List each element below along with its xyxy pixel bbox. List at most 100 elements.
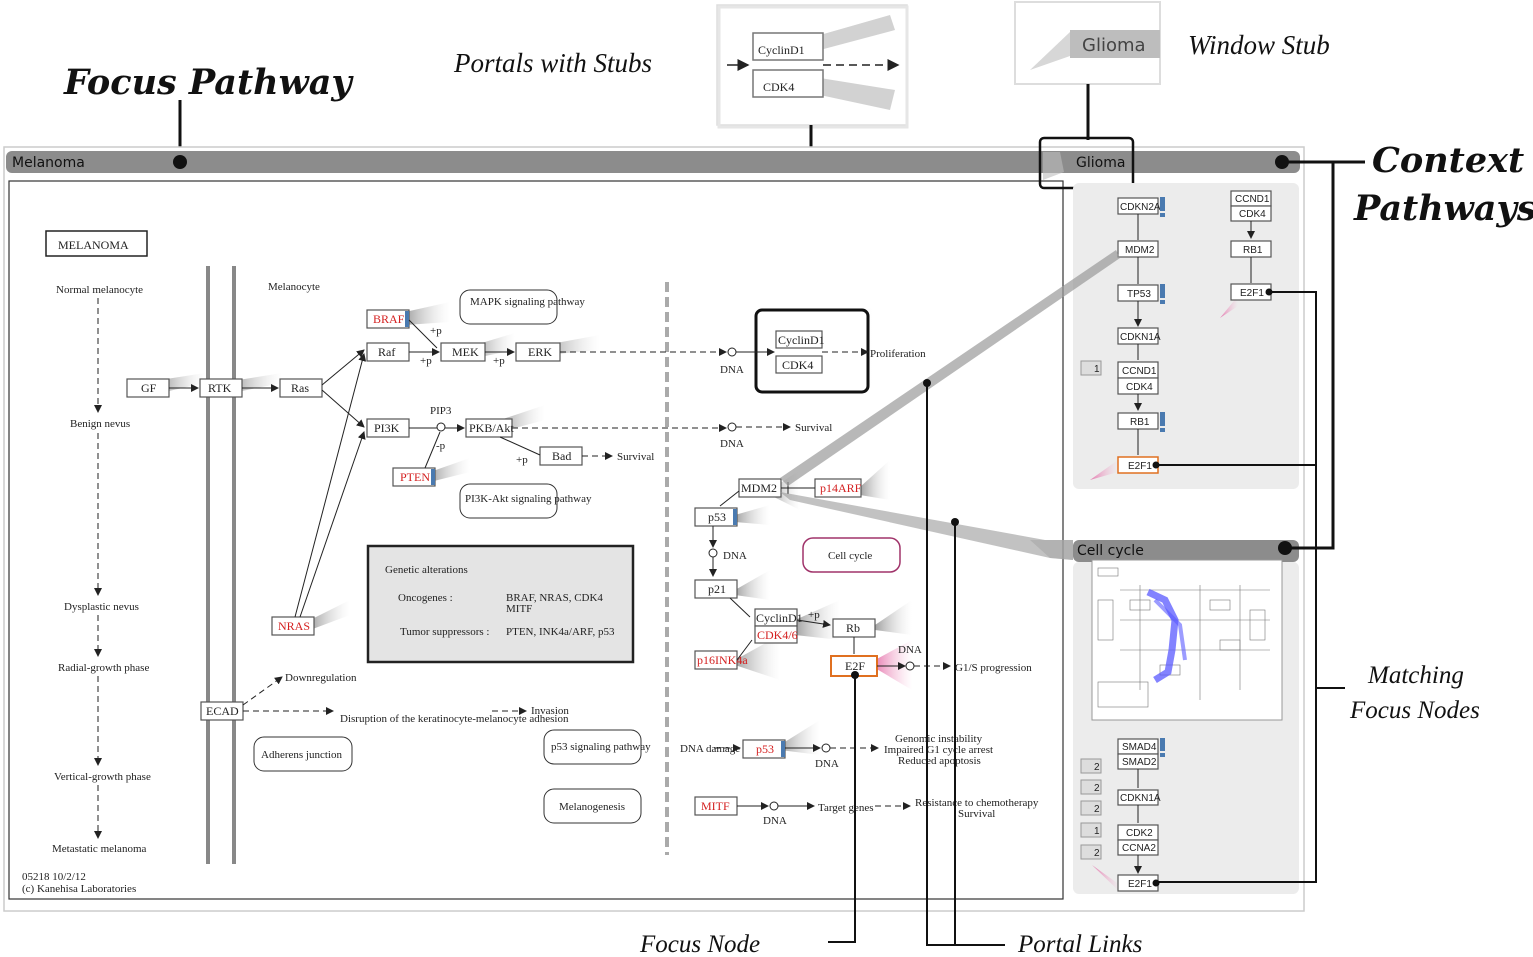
node-rtk[interactable]: RTK [208, 381, 232, 395]
resistance-label: Resistance to chemotherapy [915, 797, 1039, 809]
node-gf[interactable]: GF [141, 381, 157, 395]
cc-badge-1[interactable]: 2 [1094, 762, 1100, 773]
node-rb[interactable]: Rb [846, 621, 860, 635]
callout-lines [828, 291, 1345, 946]
cc-badge-4[interactable]: 1 [1094, 826, 1100, 837]
node-mek[interactable]: MEK [452, 345, 479, 359]
node-p14arf[interactable]: p14ARF [820, 481, 862, 495]
plus-p-5: +p [808, 609, 820, 621]
dna-label-5: DNA [815, 758, 839, 770]
node-bad[interactable]: Bad [552, 449, 571, 463]
node-cdk46[interactable]: CDK4/6 [757, 628, 798, 642]
oncogenes-value-1: BRAF, NRAS, CDK4 [506, 592, 603, 604]
node-p53[interactable]: p53 [708, 510, 726, 524]
glioma-cdkn1a[interactable]: CDKN1A [1120, 332, 1161, 343]
node-p21[interactable]: p21 [708, 582, 726, 596]
node-cyclind1[interactable]: CyclinD1 [778, 333, 825, 347]
node-ras[interactable]: Ras [291, 381, 309, 395]
p53-bubble[interactable]: p53 signaling pathway [551, 741, 651, 753]
window-stub-label: Glioma [1082, 35, 1146, 56]
node-p53b[interactable]: p53 [756, 742, 774, 756]
node-pten[interactable]: PTEN [400, 470, 430, 484]
node-pi3k[interactable]: PI3K [374, 421, 400, 435]
melanoma-title-box: MELANOMA [58, 238, 129, 252]
glioma-mdm2[interactable]: MDM2 [1125, 245, 1155, 256]
focus-pathway-annotation: Focus Pathway [63, 62, 354, 103]
matching-annotation-line1: Matching [1367, 662, 1464, 689]
cc-ccna2[interactable]: CCNA2 [1122, 843, 1156, 854]
portal-links-annotation: Portal Links [1017, 931, 1142, 957]
glioma-rb1-b[interactable]: RB1 [1243, 245, 1263, 256]
cc-cdk2[interactable]: CDK2 [1126, 828, 1153, 839]
node-nras[interactable]: NRAS [278, 619, 310, 633]
proliferation-label: Proliferation [870, 348, 926, 360]
cc-badge-2[interactable]: 2 [1094, 783, 1100, 794]
node-erk[interactable]: ERK [528, 345, 552, 359]
footer-copyright: (c) Kanehisa Laboratories [22, 883, 136, 895]
melanogenesis-bubble[interactable]: Melanogenesis [559, 801, 625, 813]
window-stub-inset: Glioma [1014, 1, 1161, 85]
cc-cdkn1a[interactable]: CDKN1A [1120, 793, 1161, 804]
glioma-e2f1-b[interactable]: E2F1 [1240, 288, 1264, 299]
dna-label-2: DNA [720, 438, 744, 450]
node-p16[interactable]: p16INK4a [697, 653, 748, 667]
cc-badge-3[interactable]: 2 [1094, 804, 1100, 815]
node-braf[interactable]: BRAF [373, 312, 405, 326]
focus-diagram-area [8, 180, 1064, 900]
node-cyclind1b[interactable]: CyclinD1 [756, 611, 803, 625]
cell-cycle-bubble[interactable]: Cell cycle [828, 550, 872, 562]
dna-label-4: DNA [898, 644, 922, 656]
glioma-e2f1[interactable]: E2F1 [1128, 461, 1152, 472]
glioma-ccnd1-b[interactable]: CCND1 [1235, 194, 1270, 205]
survival-label-3: Survival [958, 808, 995, 820]
portal-inset-node1: CyclinD1 [758, 43, 805, 57]
dna-label-3: DNA [723, 550, 747, 562]
stage-2: Dysplastic nevus [64, 601, 139, 613]
glioma-rb1[interactable]: RB1 [1130, 417, 1150, 428]
glioma-cdk4[interactable]: CDK4 [1126, 382, 1153, 393]
focus-title-bar[interactable] [6, 151, 1300, 173]
cc-badge-5[interactable]: 2 [1094, 848, 1100, 859]
plus-p-4: +p [516, 454, 528, 466]
genetic-title: Genetic alterations [385, 564, 468, 576]
portal-highlight[interactable] [754, 308, 870, 394]
stage-0: Normal melanocyte [56, 284, 143, 296]
pi3k-akt-bubble[interactable]: PI3K-Akt signaling pathway [465, 493, 592, 505]
node-cdk4[interactable]: CDK4 [782, 358, 813, 372]
impaired-label: Impaired G1 cycle arrest [884, 744, 993, 756]
matching-annotation-line2: Focus Nodes [1349, 697, 1480, 724]
glioma-cdkn2a[interactable]: CDKN2A [1120, 202, 1161, 213]
cc-smad4[interactable]: SMAD4 [1122, 742, 1157, 753]
node-pip3: PIP3 [430, 405, 452, 417]
disruption-label: Disruption of the keratinocyte-melanocyt… [340, 713, 569, 725]
genetic-alterations-box: Genetic alterations Oncogenes : BRAF, NR… [366, 544, 635, 664]
suppressors-value: PTEN, INK4a/ARF, p53 [506, 626, 615, 638]
node-raf[interactable]: Raf [378, 345, 395, 359]
node-ecad[interactable]: ECAD [206, 704, 239, 718]
adherens-bubble[interactable]: Adherens junction [261, 749, 342, 761]
cellcycle-title-bar[interactable] [1073, 540, 1299, 562]
glioma-badge[interactable]: 1 [1094, 364, 1100, 375]
stage-4: Vertical-growth phase [54, 771, 151, 783]
pathway-edges [169, 319, 951, 811]
portal-link-band-1 [780, 250, 1120, 486]
context-glioma-panel: CDKN2A MDM2 TP53 CDKN1A 1 CCND1 CDK4 RB1 [1073, 183, 1299, 489]
focus-node-annotation: Focus Node [639, 931, 760, 957]
pathway-nodes: GF RTK Ras BRAF Raf MEK ERK PI3K PIP3 PK… [126, 308, 878, 816]
cc-smad2[interactable]: SMAD2 [1122, 757, 1157, 768]
cc-e2f1[interactable]: E2F1 [1128, 879, 1152, 890]
node-mitf[interactable]: MITF [701, 799, 730, 813]
dna-label-1: DNA [720, 364, 744, 376]
node-e2f[interactable]: E2F [845, 659, 865, 673]
node-pkb[interactable]: PKB/Akt [469, 421, 514, 435]
plus-p-1: +p [430, 325, 442, 337]
node-mdm2[interactable]: MDM2 [741, 481, 777, 495]
genomic-label: Genomic instability [895, 733, 983, 745]
plus-p-3: +p [493, 355, 505, 367]
stages-column: Normal melanocyte Benign nevus Dysplasti… [52, 284, 151, 855]
mapk-bubble[interactable]: MAPK signaling pathway [470, 296, 585, 308]
glioma-tp53[interactable]: TP53 [1127, 289, 1151, 300]
glioma-cdk4-b[interactable]: CDK4 [1239, 209, 1266, 220]
glioma-ccnd1[interactable]: CCND1 [1122, 366, 1157, 377]
focus-window-handle[interactable] [173, 155, 187, 169]
